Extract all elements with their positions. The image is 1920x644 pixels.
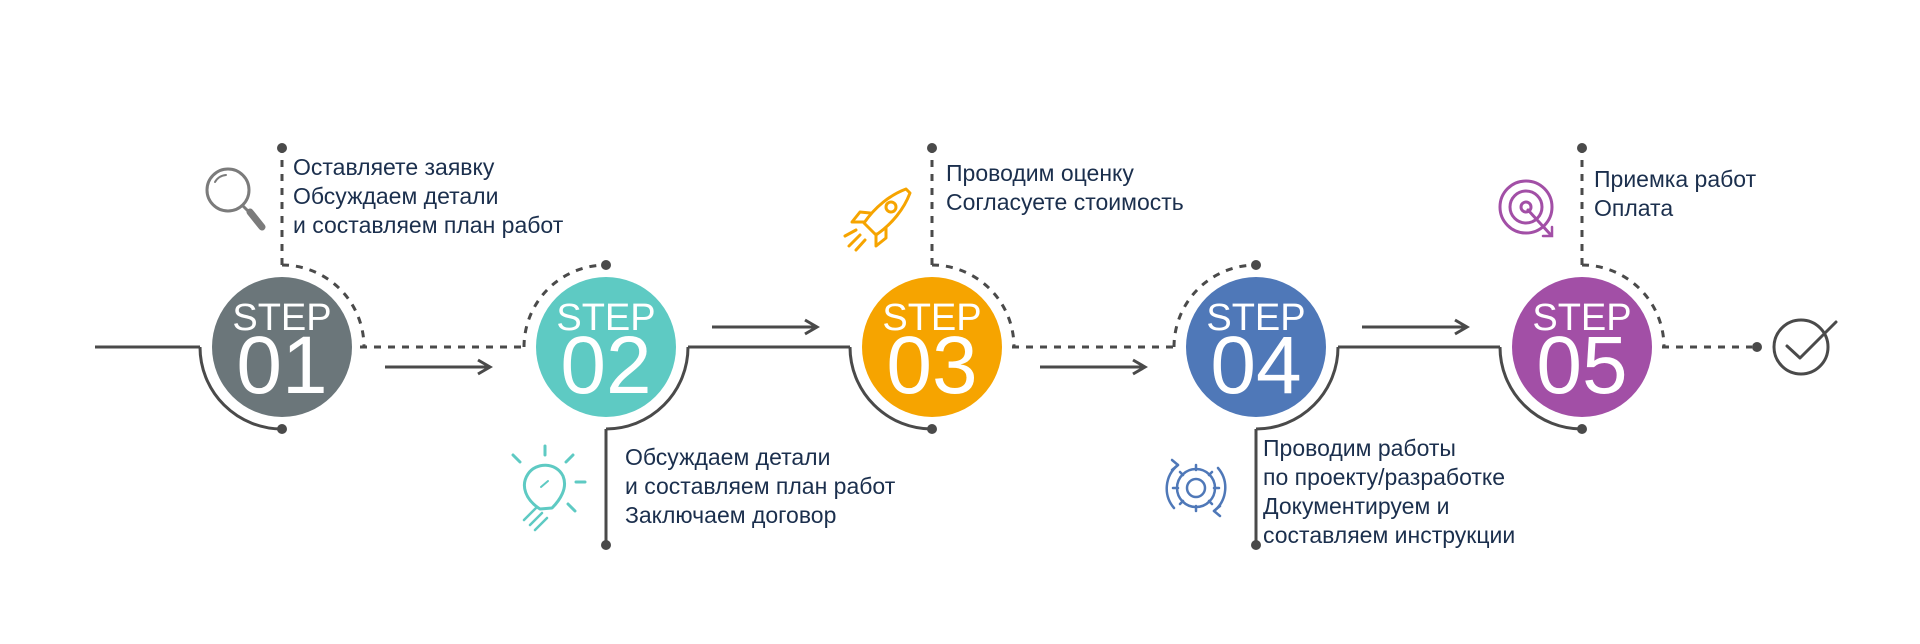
- step-5: STEP 05: [1512, 277, 1652, 417]
- step-3-number: 03: [886, 320, 977, 411]
- step-1: STEP 01: [212, 277, 352, 417]
- step-2-lower-arc: [605, 346, 690, 431]
- timeline-end-dot: [1752, 342, 1762, 352]
- step-3: STEP 03: [862, 277, 1002, 417]
- arrow-1-2: [385, 358, 493, 376]
- description-line: составляем инструкции: [1263, 522, 1516, 548]
- step-3-lower-arc: [848, 346, 933, 431]
- step-1-lower-arc: [198, 346, 283, 431]
- step-3-circle: [862, 277, 1002, 417]
- description-line: Согласуете стоимость: [946, 189, 1184, 215]
- step-2-upper-arc: [522, 263, 607, 348]
- arrow-4-5: [1362, 318, 1470, 336]
- step-4-upper-arc: [1172, 263, 1257, 348]
- checkmark-circle-icon: [1772, 318, 1838, 376]
- step-1-word: STEP: [232, 297, 331, 339]
- step-connectors: [198, 148, 1666, 545]
- dot: [1251, 540, 1261, 550]
- step-1-circle: [212, 277, 352, 417]
- gear-icon: [1165, 458, 1227, 518]
- step-2-number: 02: [560, 320, 651, 411]
- description-line: Документируем и: [1263, 493, 1450, 519]
- step-2: STEP 02: [536, 277, 676, 417]
- description-line: Оплата: [1594, 195, 1674, 221]
- step-4-word: STEP: [1206, 297, 1305, 339]
- step-5-description: Приемка работ Оплата: [1594, 165, 1756, 223]
- step-2-circle: [536, 277, 676, 417]
- description-line: Обсуждаем детали: [625, 444, 831, 470]
- arrow-2-3: [712, 318, 820, 336]
- step-1-upper-arc: [281, 263, 366, 348]
- dot: [1577, 143, 1587, 153]
- dot: [927, 143, 937, 153]
- lightbulb-icon: [511, 444, 587, 532]
- step-5-lower-arc: [1498, 346, 1583, 431]
- description-line: по проекту/разработке: [1263, 464, 1506, 490]
- step-3-description: Проводим оценку Согласуете стоимость: [946, 159, 1184, 217]
- step-5-word: STEP: [1532, 297, 1631, 339]
- description-line: и составляем план работ: [625, 473, 896, 499]
- step-2-description: Обсуждаем детали и составляем план работ…: [625, 443, 895, 530]
- step-1-number: 01: [236, 320, 327, 411]
- dot: [601, 260, 611, 270]
- dot: [277, 424, 287, 434]
- step-4-lower-arc: [1255, 346, 1340, 431]
- direction-arrows: [385, 318, 1470, 376]
- target-icon: [1498, 179, 1554, 238]
- description-line: Заключаем договор: [625, 502, 837, 528]
- dot: [601, 540, 611, 550]
- description-line: Проводим работы: [1263, 435, 1456, 461]
- description-line: Приемка работ: [1594, 166, 1757, 192]
- description-line: Проводим оценку: [946, 160, 1134, 186]
- dot: [927, 424, 937, 434]
- step-3-upper-arc: [931, 263, 1016, 348]
- description-line: и составляем план работ: [293, 212, 564, 238]
- step-5-number: 05: [1536, 320, 1627, 411]
- step-3-word: STEP: [882, 297, 981, 339]
- step-5-upper-arc: [1581, 263, 1666, 348]
- step-4-circle: [1186, 277, 1326, 417]
- dot: [1577, 424, 1587, 434]
- connector-dots: [277, 143, 1587, 550]
- step-1-description: Оставляете заявку Обсуждаем детали и сос…: [293, 153, 563, 240]
- dot: [277, 143, 287, 153]
- step-5-circle: [1512, 277, 1652, 417]
- arrow-3-4: [1040, 358, 1148, 376]
- timeline-line: [95, 342, 1762, 352]
- step-4-description: Проводим работы по проекту/разработке До…: [1263, 434, 1515, 550]
- description-line: Обсуждаем детали: [293, 183, 499, 209]
- rocket-icon: [843, 187, 912, 252]
- description-line: Оставляете заявку: [293, 154, 495, 180]
- dot: [1251, 260, 1261, 270]
- magnifier-icon: [205, 167, 266, 231]
- step-4-number: 04: [1210, 320, 1301, 411]
- step-2-word: STEP: [556, 297, 655, 339]
- step-4: STEP 04: [1186, 277, 1326, 417]
